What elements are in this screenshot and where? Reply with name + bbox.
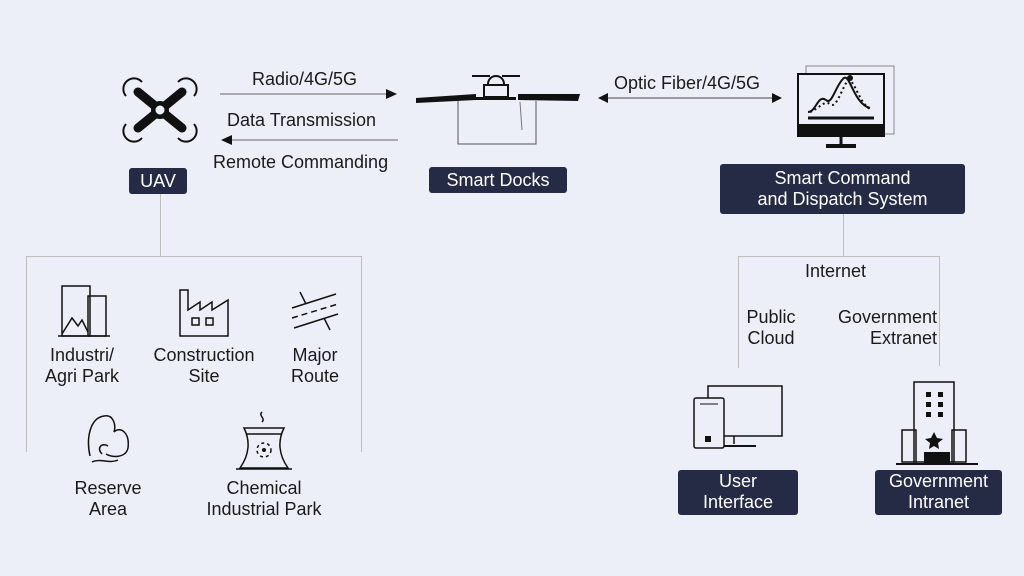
public-cloud-line1: Public xyxy=(746,307,796,327)
scenario-construction-label: Construction Site xyxy=(144,345,264,387)
public-cloud-connector xyxy=(738,256,739,368)
internet-branch xyxy=(738,256,940,257)
scenario-chemical-line2: Industrial Park xyxy=(206,499,322,519)
scenario-industrial-label: Industri/ Agri Park xyxy=(34,345,130,387)
scenario-chemical-label: Chemical Industrial Park xyxy=(190,478,338,520)
scenario-top-bar xyxy=(26,256,362,257)
user-interface-badge: User Interface xyxy=(678,470,798,515)
scenario-industrial-line2: Agri Park xyxy=(44,366,120,386)
data-transmission-label: Data Transmission xyxy=(227,110,377,130)
gov-intranet-line1: Government xyxy=(888,471,989,491)
command-connector xyxy=(843,214,844,256)
optic-fiber-arrow xyxy=(598,93,782,103)
extranet-connector xyxy=(939,256,940,366)
scenario-left-bar xyxy=(26,256,27,452)
optic-fiber-label: Optic Fiber/4G/5G xyxy=(614,73,761,93)
smart-docks-badge: Smart Docks xyxy=(429,167,567,193)
gov-extranet-line1: Government xyxy=(837,307,937,327)
government-building-icon xyxy=(896,381,978,465)
internet-label: Internet xyxy=(805,261,867,281)
scenario-route-line2: Route xyxy=(290,366,340,386)
radio-arrow xyxy=(220,89,397,99)
cooling-tower-icon xyxy=(236,411,292,470)
factory-icon xyxy=(179,289,229,337)
scenario-route-line1: Major xyxy=(292,345,338,365)
devices-icon xyxy=(693,385,783,449)
gov-extranet-line2: Extranet xyxy=(869,328,937,348)
gov-intranet-badge: Government Intranet xyxy=(875,470,1002,515)
monitor-icon xyxy=(797,65,895,148)
reserve-icon xyxy=(87,415,129,463)
smart-command-line1: Smart Command xyxy=(774,168,911,188)
data-transmission-arrow xyxy=(221,135,398,145)
scenario-construction-line1: Construction xyxy=(153,345,255,365)
user-interface-line2: Interface xyxy=(702,492,774,512)
scenario-reserve-line2: Area xyxy=(88,499,128,519)
scenario-reserve-line1: Reserve xyxy=(74,478,142,498)
radio-label: Radio/4G/5G xyxy=(252,69,358,89)
road-icon xyxy=(291,291,339,331)
uav-connector xyxy=(160,194,161,256)
scenario-construction-line2: Site xyxy=(188,366,220,386)
public-cloud-label: Public Cloud xyxy=(740,307,802,349)
dock-icon xyxy=(416,75,580,145)
scenario-route-label: Major Route xyxy=(280,345,350,387)
smart-command-badge: Smart Command and Dispatch System xyxy=(720,164,965,214)
scenario-industrial-line1: Industri/ xyxy=(49,345,115,365)
smart-command-line2: and Dispatch System xyxy=(757,189,928,209)
user-interface-line1: User xyxy=(718,471,757,491)
industrial-park-icon xyxy=(58,285,110,337)
scenario-reserve-label: Reserve Area xyxy=(62,478,154,520)
public-cloud-line2: Cloud xyxy=(747,328,795,348)
scenario-chemical-line1: Chemical xyxy=(226,478,302,498)
drone-icon xyxy=(122,77,198,143)
scenario-right-bar xyxy=(361,256,362,452)
gov-extranet-label: Government Extranet xyxy=(820,307,937,349)
uav-badge: UAV xyxy=(129,168,187,194)
remote-commanding-label: Remote Commanding xyxy=(213,152,389,172)
gov-intranet-line2: Intranet xyxy=(907,492,970,512)
